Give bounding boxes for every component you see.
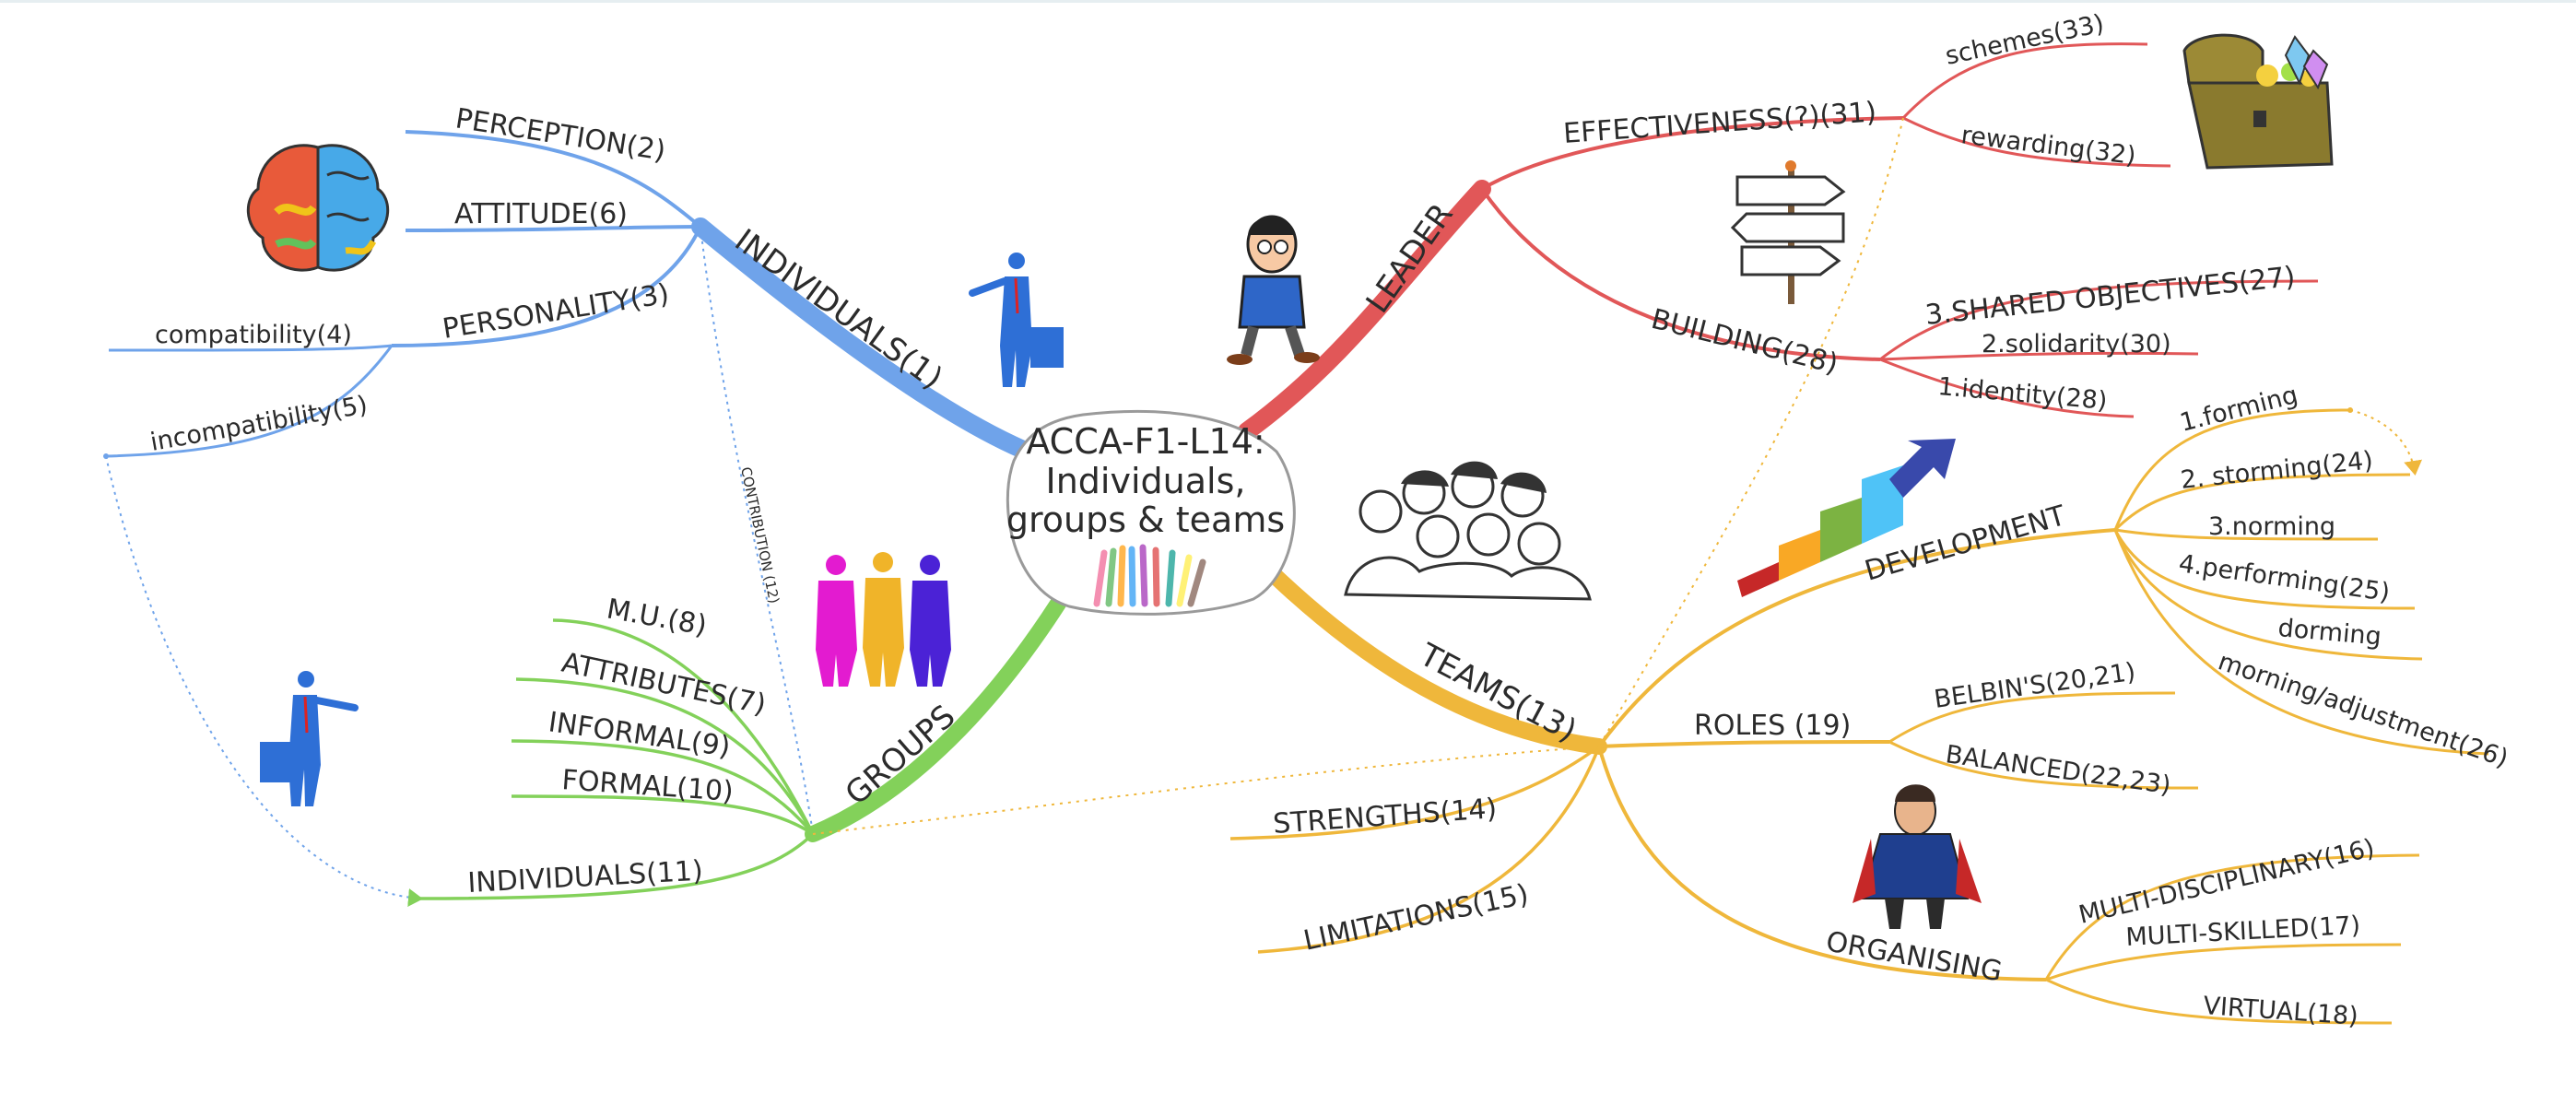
signpost-icon	[1730, 160, 1846, 304]
brain-icon	[246, 144, 390, 272]
node-incompatibility[interactable]: incompatibility(5)	[148, 391, 370, 457]
treasure-chest-icon	[2182, 33, 2334, 170]
node-effectiveness[interactable]: EFFECTIVENESS(?)(31)	[1562, 96, 1877, 150]
wizard-icon	[1853, 784, 1982, 929]
businessman-icon-2[interactable]	[260, 671, 359, 806]
node-perception[interactable]: PERCEPTION(2)	[453, 102, 668, 168]
node-rewarding[interactable]: rewarding(32)	[1959, 121, 2137, 170]
top-border	[0, 0, 2576, 3]
team-people-icon	[1344, 461, 1592, 601]
node-groups-individuals[interactable]: INDIVIDUALS(11)	[467, 855, 704, 899]
node-personality[interactable]: PERSONALITY(3)	[441, 278, 672, 346]
node-morning-adjustment[interactable]: morning/adjustment(26)	[2215, 647, 2511, 773]
node-belbins[interactable]: BELBIN'S(20,21)	[1933, 658, 2137, 714]
node-building[interactable]: BUILDING(28)	[1648, 303, 1841, 381]
relation-contribution-label: CONTRIBUTION (12)	[737, 465, 782, 605]
branch-leader[interactable]: LEADER EFFECTIVENESS(?)(31) schemes(33) …	[1238, 9, 2319, 747]
group-suits-icon	[816, 552, 951, 687]
central-title-line1: ACCA-F1-L14:	[1026, 421, 1264, 462]
cartoon-man-icon	[1227, 215, 1320, 365]
node-shared-objectives[interactable]: 3.SHARED OBJECTIVES(27)	[1923, 261, 2297, 332]
node-compatibility[interactable]: compatibility(4)	[155, 321, 352, 349]
node-roles[interactable]: ROLES (19)	[1694, 710, 1851, 742]
node-identity[interactable]: 1.identity(28)	[1936, 372, 2108, 416]
hands-icon	[1093, 544, 1206, 607]
branch-groups[interactable]: GROUPS M.U.(8) ATTRIBUTES(7) INFORMAL(9)…	[418, 593, 1600, 900]
node-performing[interactable]: 4.performing(25)	[2177, 549, 2392, 607]
node-attitude[interactable]: ATTITUDE(6)	[454, 198, 628, 230]
node-informal[interactable]: INFORMAL(9)	[547, 706, 733, 763]
node-formal[interactable]: FORMAL(10)	[560, 764, 734, 808]
node-organising[interactable]: ORGANISING	[1824, 925, 2005, 988]
branch-individuals-label: INDIVIDUALS(1)	[728, 222, 949, 397]
node-mu[interactable]: M.U.(8)	[605, 593, 710, 641]
node-storming[interactable]: 2. storming(24)	[2179, 446, 2374, 495]
node-forming[interactable]: 1.forming	[2177, 381, 2300, 438]
node-limitations[interactable]: LIMITATIONS(15)	[1300, 878, 1531, 958]
central-title-line2: Individuals,	[1046, 461, 1246, 501]
node-virtual[interactable]: VIRTUAL(18)	[2203, 992, 2359, 1031]
node-schemes[interactable]: schemes(33)	[1943, 9, 2107, 71]
node-attributes[interactable]: ATTRIBUTES(7)	[559, 647, 769, 722]
node-norming[interactable]: 3.norming	[2208, 512, 2335, 541]
central-title-line3: groups & teams	[1006, 499, 1285, 540]
node-strengths[interactable]: STRENGTHS(14)	[1272, 793, 1498, 840]
node-balanced[interactable]: BALANCED(22,23)	[1944, 740, 2172, 800]
central-topic[interactable]: ACCA-F1-L14: Individuals, groups & teams	[1006, 409, 1296, 616]
branch-leader-label: LEADER	[1359, 197, 1461, 321]
stairs-arrow-icon	[1737, 439, 1956, 597]
node-solidarity[interactable]: 2.solidarity(30)	[1982, 330, 2171, 358]
businessman-icon[interactable]	[969, 253, 1064, 387]
